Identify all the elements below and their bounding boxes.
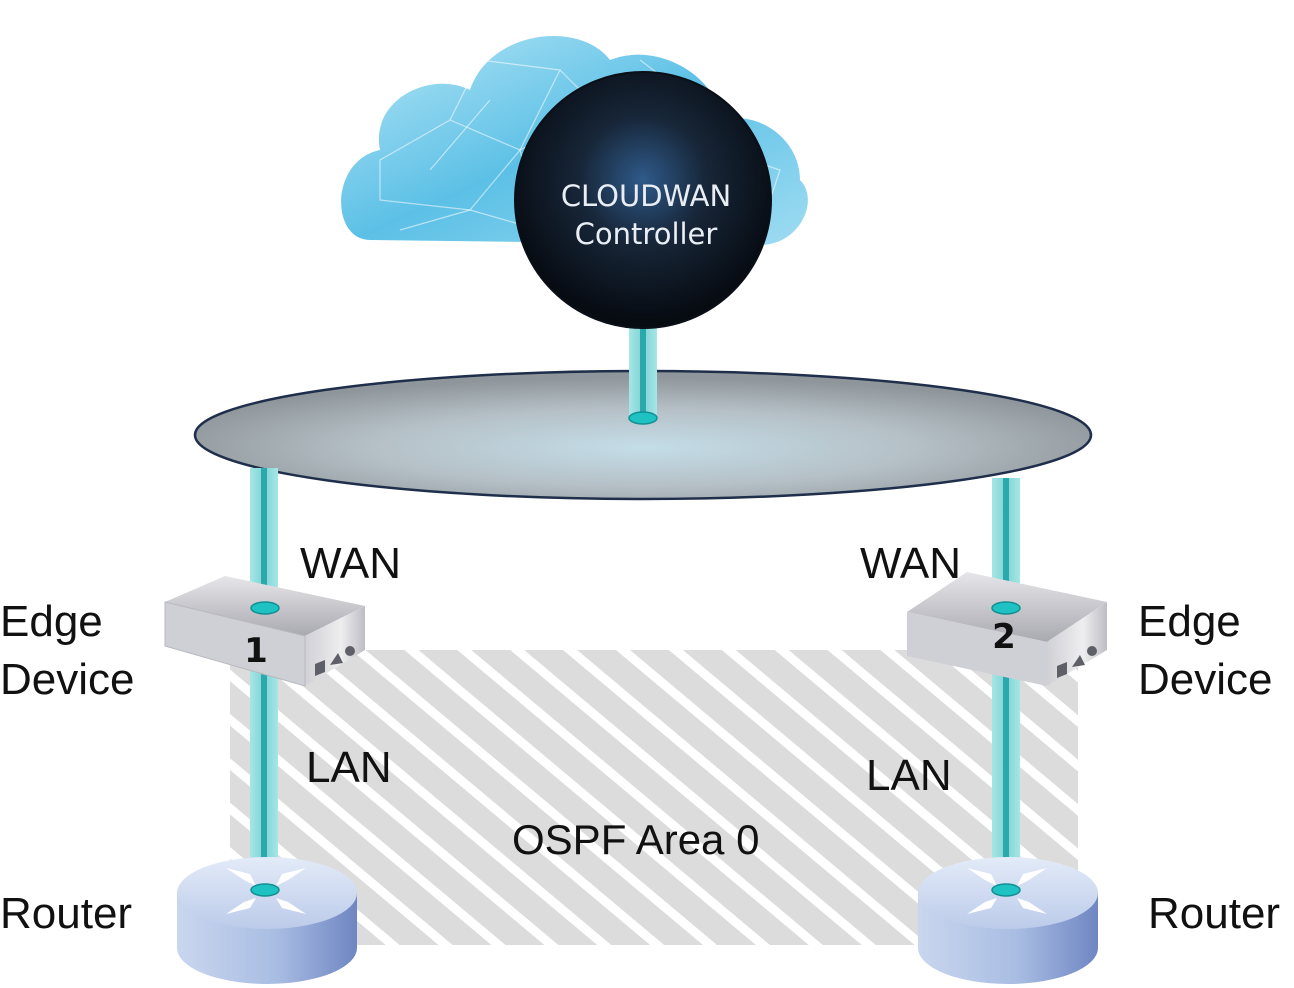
wan-label-left: WAN bbox=[300, 539, 401, 588]
edge-device-1-icon: 1 bbox=[164, 576, 365, 687]
ospf-area-label: OSPF Area 0 bbox=[512, 816, 759, 863]
edge-device-2-icon: 2 bbox=[907, 572, 1107, 686]
router-label-right: Router bbox=[1148, 889, 1280, 938]
edge-label-right-line2: Device bbox=[1138, 655, 1273, 704]
cloudwan-controller: CLOUDWAN Controller bbox=[514, 71, 772, 329]
lan-label-left: LAN bbox=[306, 743, 392, 792]
edge-label-left-line2: Device bbox=[0, 655, 135, 704]
edge-label-right-line1: Edge bbox=[1138, 597, 1241, 646]
link-right-lan bbox=[992, 660, 1020, 890]
router-right-icon bbox=[918, 857, 1098, 984]
lan-label-right: LAN bbox=[866, 751, 952, 800]
edge-number-2: 2 bbox=[992, 617, 1016, 657]
wan-label-right: WAN bbox=[860, 539, 961, 588]
controller-subtitle: Controller bbox=[575, 217, 718, 251]
edge-number-1: 1 bbox=[244, 631, 268, 671]
controller-title: CLOUDWAN bbox=[561, 179, 731, 213]
edge-label-left-line1: Edge bbox=[0, 597, 103, 646]
link-left-lan bbox=[250, 660, 278, 890]
router-left-icon bbox=[177, 857, 357, 984]
router-label-left: Router bbox=[0, 889, 132, 938]
